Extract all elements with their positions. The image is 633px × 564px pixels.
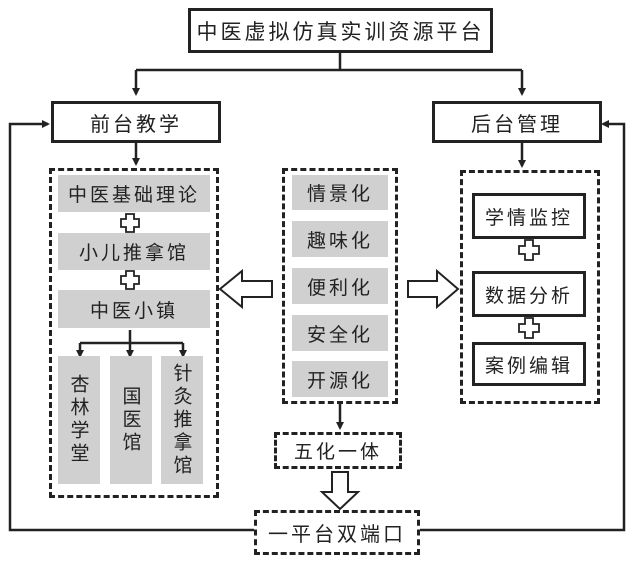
feature-item: 便利化 [292, 268, 388, 304]
trunk-line [136, 52, 522, 72]
module-pediatric-tuina: 小儿推拿馆 [58, 233, 210, 270]
platform-title: 中医虚拟仿真实训资源平台 [196, 19, 485, 44]
front-teaching-box: 前台教学 [51, 101, 221, 143]
module-tcm-basic-theory: 中医基础理论 [58, 175, 210, 212]
back-management-label: 后台管理 [471, 111, 563, 136]
feature-item: 开源化 [292, 361, 388, 397]
back-management-box: 后台管理 [432, 101, 602, 143]
town-sub-acupuncture: 针灸推拿馆 [161, 356, 203, 484]
features-container [282, 168, 398, 404]
town-sub-guoyi: 国医馆 [110, 356, 152, 484]
back-module-data-analysis: 数据分析 [472, 271, 586, 317]
hollow-arrow-left [218, 268, 273, 310]
integration-box: 五化一体 [274, 432, 402, 469]
front-teaching-label: 前台教学 [90, 111, 182, 136]
town-sub-xinglin: 杏林学堂 [58, 356, 100, 484]
feature-item: 安全化 [292, 315, 388, 351]
feature-item: 情景化 [292, 175, 388, 210]
feature-item: 趣味化 [292, 221, 388, 257]
module-tcm-town: 中医小镇 [58, 290, 210, 328]
back-module-case-editing: 案例编辑 [472, 342, 586, 386]
back-modules-container [460, 170, 600, 404]
front-modules-container [49, 168, 219, 498]
hollow-arrow-right [407, 268, 460, 310]
integration-label: 五化一体 [293, 441, 382, 463]
bottom-platform-label: 一平台双端口 [268, 522, 406, 546]
bottom-platform-box: 一平台双端口 [254, 510, 420, 555]
back-module-learning-monitor: 学情监控 [472, 193, 586, 239]
platform-title-box: 中医虚拟仿真实训资源平台 [188, 8, 493, 53]
hollow-arrow-down [319, 471, 361, 511]
